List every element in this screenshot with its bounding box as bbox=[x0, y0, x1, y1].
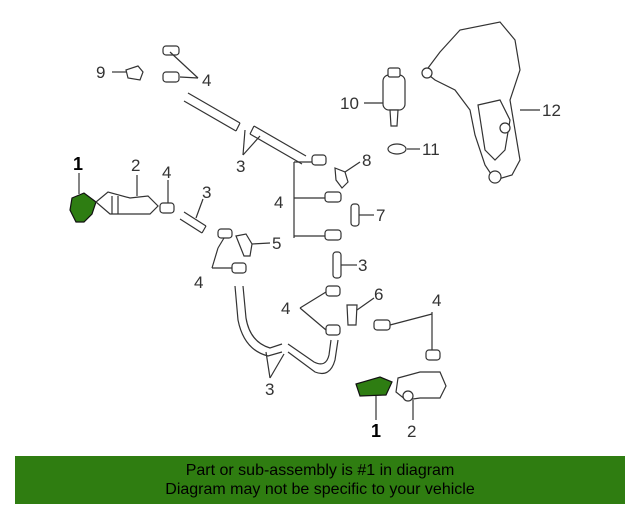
clamp-5a bbox=[217, 228, 233, 239]
callout-1-left: 1 bbox=[73, 154, 83, 174]
clamp-mid-2 bbox=[324, 191, 342, 203]
callout-11: 11 bbox=[422, 140, 440, 159]
callout-10: 10 bbox=[340, 94, 359, 113]
elbow-8 bbox=[334, 167, 349, 189]
callout-2-bottom: 2 bbox=[407, 422, 416, 441]
headlamp-washer-cap-left bbox=[69, 192, 97, 223]
callout-4-mid2: 4 bbox=[281, 299, 290, 318]
clamp-right-2 bbox=[425, 349, 441, 361]
tee-6 bbox=[346, 304, 358, 326]
headlamp-washer-cap-right bbox=[355, 376, 393, 397]
callout-7: 7 bbox=[376, 206, 385, 225]
check-valve-9 bbox=[125, 65, 144, 81]
callout-3-mid: 3 bbox=[202, 183, 211, 202]
callout-4-top: 4 bbox=[202, 71, 211, 90]
callout-4-lower: 4 bbox=[194, 273, 203, 292]
callout-12: 12 bbox=[542, 101, 561, 120]
clamp-6b bbox=[325, 324, 341, 336]
callout-3-top: 3 bbox=[236, 157, 245, 176]
callout-1-bottom: 1 bbox=[371, 421, 381, 441]
callout-2-left: 2 bbox=[131, 156, 140, 175]
elbow-5 bbox=[235, 233, 253, 257]
clamp-6a bbox=[325, 285, 341, 297]
callout-6: 6 bbox=[374, 285, 383, 304]
clamp-mid-1 bbox=[311, 154, 327, 166]
hose-short-left bbox=[179, 211, 207, 234]
clamp-mid-3 bbox=[324, 229, 342, 241]
grommet bbox=[387, 143, 407, 155]
callout-5: 5 bbox=[272, 234, 281, 253]
hose-right bbox=[332, 251, 342, 279]
check-valve-7 bbox=[350, 203, 360, 227]
clamp-5b bbox=[231, 262, 247, 274]
parts-diagram: 9 4 10 11 12 1 2 4 3 3 8 4 7 5 4 3 6 4 4… bbox=[69, 21, 561, 441]
notice-banner: Part or sub-assembly is #1 in diagram Di… bbox=[15, 456, 625, 504]
washer-reservoir bbox=[421, 21, 521, 184]
clamp-top-1 bbox=[162, 45, 180, 56]
leader-lines bbox=[78, 51, 540, 420]
clamp-right-1 bbox=[373, 319, 391, 331]
washer-nozzle-left bbox=[95, 191, 159, 215]
callout-4-mid: 4 bbox=[274, 193, 283, 212]
callout-9: 9 bbox=[96, 63, 105, 82]
hose-bottom bbox=[234, 285, 339, 375]
clamp-left bbox=[159, 202, 175, 214]
washer-nozzle-right bbox=[395, 371, 447, 402]
banner-line-1: Part or sub-assembly is #1 in diagram bbox=[185, 462, 455, 479]
callout-3-right: 3 bbox=[358, 256, 367, 275]
banner-line-2: Diagram may not be specific to your vehi… bbox=[165, 481, 475, 498]
callout-8: 8 bbox=[362, 151, 371, 170]
callout-4-right: 4 bbox=[432, 291, 441, 310]
washer-pump bbox=[382, 67, 406, 127]
hose-top bbox=[183, 92, 307, 165]
callout-4-left: 4 bbox=[162, 163, 171, 182]
callout-3-bottom: 3 bbox=[265, 380, 274, 399]
clamp-top-2 bbox=[162, 71, 180, 83]
